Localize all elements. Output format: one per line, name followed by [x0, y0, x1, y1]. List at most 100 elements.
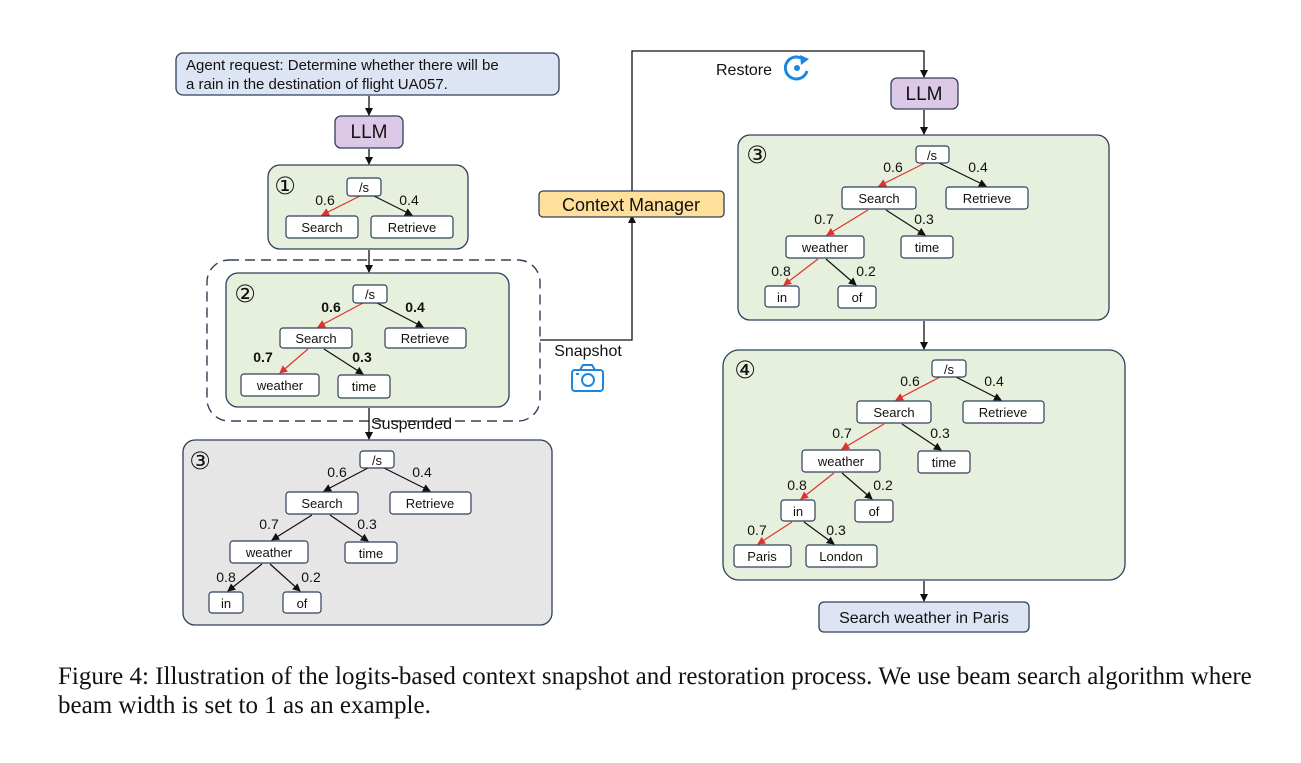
token-node: [285, 491, 359, 515]
prob-label: 0.4: [405, 299, 425, 315]
token-node: [344, 541, 398, 564]
edge: [321, 195, 361, 216]
step-3-marker: ③: [746, 142, 768, 169]
edge: [383, 467, 431, 492]
token-label: Paris: [747, 549, 777, 564]
token-label: time: [932, 455, 957, 470]
token-node: [229, 540, 309, 564]
edge: [878, 162, 926, 187]
token-label: /s: [359, 180, 370, 195]
token-label: /s: [372, 453, 383, 468]
llm-box-left: [334, 115, 404, 149]
token-label: Search: [858, 191, 899, 206]
token-node: [240, 373, 320, 397]
token-node: [900, 235, 954, 259]
token-node: [805, 544, 878, 568]
prob-label: 0.7: [259, 516, 279, 532]
edge: [317, 302, 364, 328]
token-label: London: [819, 549, 862, 564]
token-label: time: [359, 546, 384, 561]
snapshot-label: Snapshot: [554, 343, 622, 360]
prob-label: 0.4: [399, 192, 419, 208]
token-label: weather: [245, 545, 293, 560]
prob-label: 0.2: [873, 477, 893, 493]
edge: [373, 195, 413, 216]
restore-icon: [783, 55, 809, 81]
llm-box-right: [890, 77, 959, 110]
token-label: Retrieve: [406, 496, 454, 511]
prob-label: 0.8: [787, 477, 807, 493]
token-node: [733, 544, 792, 568]
panel-step-3-restored: [737, 134, 1110, 321]
edge: [955, 376, 1002, 401]
edge: [800, 472, 835, 500]
prob-label: 0.8: [216, 569, 236, 585]
edge: [323, 467, 369, 492]
token-label: Search: [301, 496, 342, 511]
token-label: Search: [301, 220, 342, 235]
edge: [329, 514, 369, 542]
prob-label: 0.6: [900, 373, 920, 389]
edge: [783, 258, 819, 286]
restore-label: Restore: [716, 62, 772, 79]
edge: [227, 563, 263, 592]
prob-label: 0.3: [352, 349, 372, 365]
edge: [757, 521, 793, 545]
token-label: of: [852, 290, 863, 305]
token-label: /s: [944, 362, 955, 377]
edge: [279, 348, 309, 374]
edge: [803, 521, 835, 545]
edge: [885, 209, 926, 236]
edge: [323, 348, 364, 375]
token-node: [352, 284, 388, 304]
token-label: time: [352, 379, 377, 394]
snapshot-connector: [540, 215, 636, 341]
edge: [271, 514, 313, 541]
token-label: weather: [817, 454, 865, 469]
restore-connector: [631, 50, 928, 191]
edge: [376, 302, 424, 328]
prob-label: 0.6: [327, 464, 347, 480]
token-label: weather: [256, 378, 304, 393]
token-node: [346, 177, 382, 197]
token-node: [856, 400, 932, 424]
token-label: Retrieve: [388, 220, 436, 235]
prob-label: 0.4: [412, 464, 432, 480]
token-node: [785, 235, 865, 259]
prob-label: 0.2: [856, 263, 876, 279]
token-node: [285, 215, 359, 239]
token-node: [359, 450, 395, 469]
prob-label: 0.3: [914, 211, 934, 227]
token-node: [389, 491, 472, 515]
prob-label: 0.8: [771, 263, 791, 279]
prob-label: 0.3: [930, 425, 950, 441]
edge: [901, 423, 942, 451]
token-node: [282, 591, 322, 614]
token-node: [208, 591, 244, 614]
token-node: [764, 285, 800, 308]
token-node: [945, 186, 1029, 210]
token-label: of: [297, 596, 308, 611]
agent-request-line-1: Agent request: Determine whether there w…: [186, 57, 499, 74]
prob-label: 0.7: [814, 211, 834, 227]
agent-request-box: [175, 52, 560, 96]
token-label: weather: [801, 240, 849, 255]
token-node: [337, 374, 391, 399]
camera-icon: [571, 364, 604, 392]
agent-request-line-2: a rain in the destination of flight UA05…: [186, 76, 448, 93]
token-label: in: [793, 504, 803, 519]
prob-label: 0.7: [832, 425, 852, 441]
token-label: of: [869, 504, 880, 519]
step-1-marker: ①: [274, 173, 296, 200]
token-node: [801, 449, 881, 473]
prob-label: 0.4: [968, 159, 988, 175]
suspended-label: Suspended: [371, 416, 452, 433]
step-4-marker: ④: [734, 357, 756, 384]
token-node: [384, 327, 467, 349]
token-node: [931, 359, 967, 378]
diagram: Agent request: Determine whether there w…: [175, 50, 1126, 633]
cropped-text-line: [0, 752, 1301, 763]
token-node: [370, 215, 454, 239]
edge: [938, 162, 987, 187]
token-label: Retrieve: [963, 191, 1011, 206]
